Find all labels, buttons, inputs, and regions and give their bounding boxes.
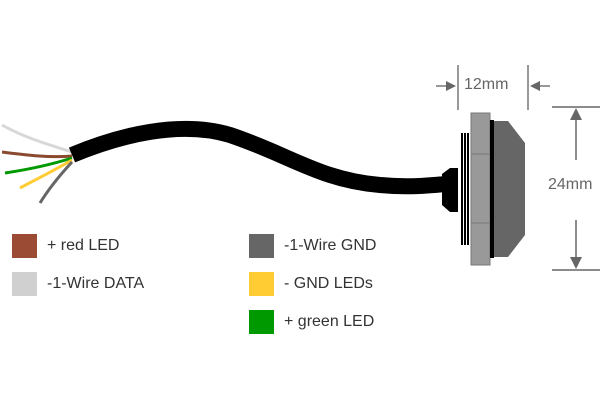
height-dimension [552, 106, 600, 271]
legend-item-red-led: + red LED [12, 234, 119, 258]
cable [68, 120, 449, 195]
housing-bezel [470, 112, 491, 266]
wire-yellow [19, 158, 73, 190]
wire-red-brown [1, 150, 73, 159]
legend-label: -1-Wire DATA [47, 275, 145, 292]
thread-rings [461, 133, 469, 245]
swatch-dark-gray [249, 234, 274, 258]
housing-dome [494, 121, 525, 257]
legend-label: -1-Wire GND [284, 237, 377, 254]
wire-gnd-gray [38, 160, 74, 204]
swatch-light-gray [12, 272, 37, 296]
legend-item-wire-gnd: -1-Wire GND [249, 234, 376, 258]
legend-item-wire-data: -1-Wire DATA [12, 272, 144, 296]
width-dimension [436, 65, 550, 110]
legend-label: + red LED [47, 237, 120, 254]
housing-gasket [490, 120, 494, 258]
legend-label: - GND LEDs [284, 275, 373, 292]
legend-label: + green LED [284, 313, 375, 330]
strain-relief [442, 168, 458, 212]
exposed-wires [1, 123, 74, 204]
wire-data-white [1, 123, 73, 154]
height-label: 24mm [548, 176, 593, 193]
legend-item-green-led: + green LED [249, 310, 374, 334]
width-label: 12mm [464, 76, 509, 93]
swatch-yellow [249, 272, 274, 296]
swatch-green [249, 310, 274, 334]
swatch-red [12, 234, 37, 258]
legend-item-gnd-leds: - GND LEDs [249, 272, 373, 296]
wire-green [4, 156, 73, 175]
